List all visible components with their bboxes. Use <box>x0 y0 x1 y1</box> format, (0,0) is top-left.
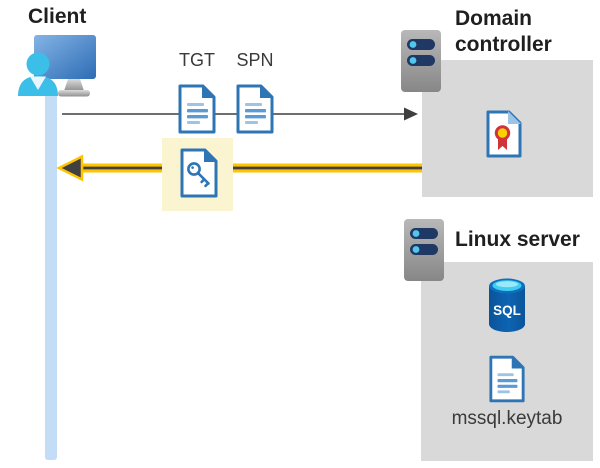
client-title: Client <box>28 5 87 28</box>
request-arrow <box>62 107 418 121</box>
keytab-filename: mssql.keytab <box>451 408 563 429</box>
server-icon <box>401 30 441 92</box>
document-icon <box>489 355 525 403</box>
sql-database-icon: SQL <box>489 278 525 332</box>
ticket-document-icon <box>236 84 274 134</box>
client-lifeline <box>45 95 57 460</box>
domain-controller-title: Domain controller <box>455 7 552 56</box>
ticket-document-icon <box>178 84 216 134</box>
sql-label: SQL <box>493 303 521 318</box>
linux-server-title: Linux server <box>455 228 580 251</box>
key-document-icon <box>180 148 218 198</box>
tgt-label: TGT <box>179 50 215 70</box>
spn-label: SPN <box>236 50 274 70</box>
response-arrow <box>56 154 422 182</box>
monitor-user-icon <box>18 35 96 97</box>
certificate-icon <box>486 110 522 158</box>
server-icon <box>404 219 444 281</box>
